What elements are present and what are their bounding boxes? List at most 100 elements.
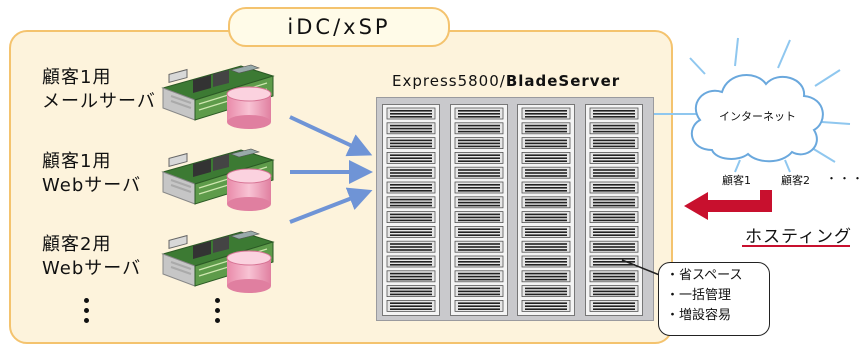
blade-vent [593,139,635,142]
blade-vent [525,305,567,307]
blade-vent [593,198,635,201]
blade-vent [593,116,635,118]
blade-vent [525,204,567,207]
blade-vent [390,154,432,156]
blade-vent [390,249,432,251]
blade-vent [525,145,567,148]
blade-vent [458,157,500,159]
blade-vent [593,302,635,304]
blade-vent [525,213,567,216]
client1-label: 顧客1 [722,174,751,187]
blade-vent [458,231,500,233]
blade-rack [517,104,575,316]
blade-vent [458,110,500,112]
blade-vent [390,302,432,304]
blade-vent [525,160,567,162]
blade-vent [593,145,635,148]
blade-vent [458,258,500,260]
blade-vent [593,243,635,245]
blade-vent [390,243,432,245]
blade-vent [525,130,567,133]
blade-vent [458,127,500,130]
blade-vent [593,261,635,263]
blade-vent [525,228,567,230]
blade-vent [458,142,500,145]
blade-vent [525,219,567,222]
blade-vent [390,278,432,281]
blade-vent [593,130,635,133]
blade-vent [390,160,432,162]
blade-vent [593,213,635,216]
blade-vent [458,305,500,307]
blade-vent [593,278,635,281]
blade-vent [525,261,567,263]
blade-vent [593,113,635,115]
blade-vent [458,169,500,171]
blade-vent [458,124,500,127]
blade-vent [525,308,567,310]
blade-vent [593,201,635,204]
blade-vent [390,219,432,222]
blade-vent [525,264,567,266]
blade-vent [458,249,500,251]
blade-vent [525,113,567,115]
benefit-expansion: ・増設容易 [666,308,732,323]
blade-vent [390,216,432,219]
blade-vent [525,190,567,192]
blade-vent [390,198,432,201]
blade-vent [593,234,635,236]
internet-cloud [690,73,824,163]
blade-vent [593,228,635,230]
client2-label: 顧客2 [781,174,810,187]
blade-vent [525,234,567,236]
blade-vent [458,198,500,201]
more-customers-ellipsis [84,298,89,328]
blade-vent [525,124,567,127]
benefits-callout: ・省スペース ・一括管理 ・増設容易 [658,262,770,336]
blade-vent [390,139,432,142]
customer1-web-label: 顧客1用 Webサーバ [42,150,141,198]
blade-vent [593,160,635,162]
blade-vent [390,130,432,133]
blade-vent [390,287,432,290]
blade-vent [593,204,635,207]
blade-vent [593,231,635,233]
blade-vent [593,110,635,112]
blade-vent [458,184,500,186]
blade-vent [390,234,432,236]
callout-pointer [621,259,663,277]
blade-vent [593,190,635,192]
blade-vent [593,187,635,189]
blade-vent [525,231,567,233]
blade-vent [593,219,635,222]
idc-title: iDC/xSP [228,7,450,47]
blade-vent [458,302,500,304]
blade-vent [390,145,432,148]
blade-vent [458,275,500,278]
disk-1 [226,86,272,130]
hosting-label: ホスティング [745,227,852,247]
blade-vent [525,154,567,156]
blade-vent [525,243,567,245]
blade-vent [525,278,567,281]
blade-vent [525,302,567,304]
blade-vent [525,246,567,248]
blade-vent [390,142,432,145]
blade-vent [593,305,635,307]
customer2-web-label: 顧客2用 Webサーバ [42,233,141,281]
customer1-web-line2: Webサーバ [42,175,142,196]
blade-vent [458,175,500,177]
blade-vent [593,275,635,278]
cloud-rays [689,37,851,173]
disk-3 [226,250,272,294]
blade-vent [593,272,635,275]
hosting-underline [742,245,850,247]
blade-vent [525,172,567,174]
blade-vent [390,172,432,174]
blade-vent [458,234,500,236]
blade-vent [593,258,635,260]
blade-vent [390,113,432,115]
internet-label: インターネット [719,110,796,123]
blade-vent [390,258,432,260]
blade-vent [458,272,500,275]
